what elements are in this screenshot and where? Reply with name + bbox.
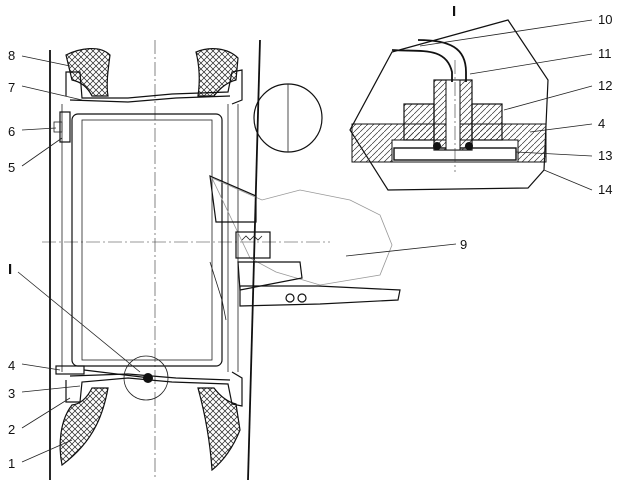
valve-tube [83,369,151,379]
axle-arm [209,175,257,223]
valve-point [143,373,153,383]
detail-I-view [349,19,549,191]
callout-8: 8 [8,48,15,63]
detail-tube-inner [417,39,467,82]
leader-lines [17,19,593,463]
callout-labels: 8 7 6 5 I 4 3 2 1 9 I 10 11 12 4 13 14 [8,3,612,471]
clamp-top [59,111,71,143]
rim-top-inner [69,95,231,103]
support-strut [209,261,227,321]
valve-stem-bottom [55,365,85,375]
tyre-bottom-left [59,387,109,467]
shaft-bolt-2 [297,293,307,303]
callout-11: 11 [598,46,612,61]
screw-top [53,121,63,133]
hub-body [71,113,223,367]
rim-bottom-profile [65,371,243,407]
axle-arm-shadow [211,177,393,286]
shaft-bolt-1 [285,293,295,303]
callout-3: 3 [8,386,15,401]
detail-tube-outer [391,49,453,82]
callout-2: 2 [8,422,15,437]
detail-nut-left [403,103,435,141]
detail-seal-left [433,142,441,150]
axle-housing [237,261,303,291]
axle-shaft [239,285,401,307]
callout-10: 10 [598,12,612,27]
hub-inner-outline [81,119,213,361]
rim-top-profile [65,69,243,105]
axle-thread [241,235,263,241]
detail-marker-I: I [8,261,12,278]
callout-4-detail: 4 [598,116,605,131]
callout-4: 4 [8,358,15,373]
detail-seal-right [465,142,473,150]
callout-14: 14 [598,182,612,197]
callout-13: 13 [598,148,612,163]
callout-9: 9 [460,237,467,252]
callout-1: 1 [8,456,15,471]
main-view [42,39,401,481]
callout-7: 7 [8,80,15,95]
detail-title-I: I [452,3,456,20]
detail-stem-bore [445,79,461,151]
callout-6: 6 [8,124,15,139]
tyre-top-right [195,48,239,97]
axle-block [235,231,271,259]
callout-5: 5 [8,160,15,175]
detail-nut-right [471,103,503,141]
tyre-bottom-right [197,387,241,472]
detail-I-circle [123,355,169,401]
tyre-top-left [65,48,111,97]
callout-12: 12 [598,78,612,93]
